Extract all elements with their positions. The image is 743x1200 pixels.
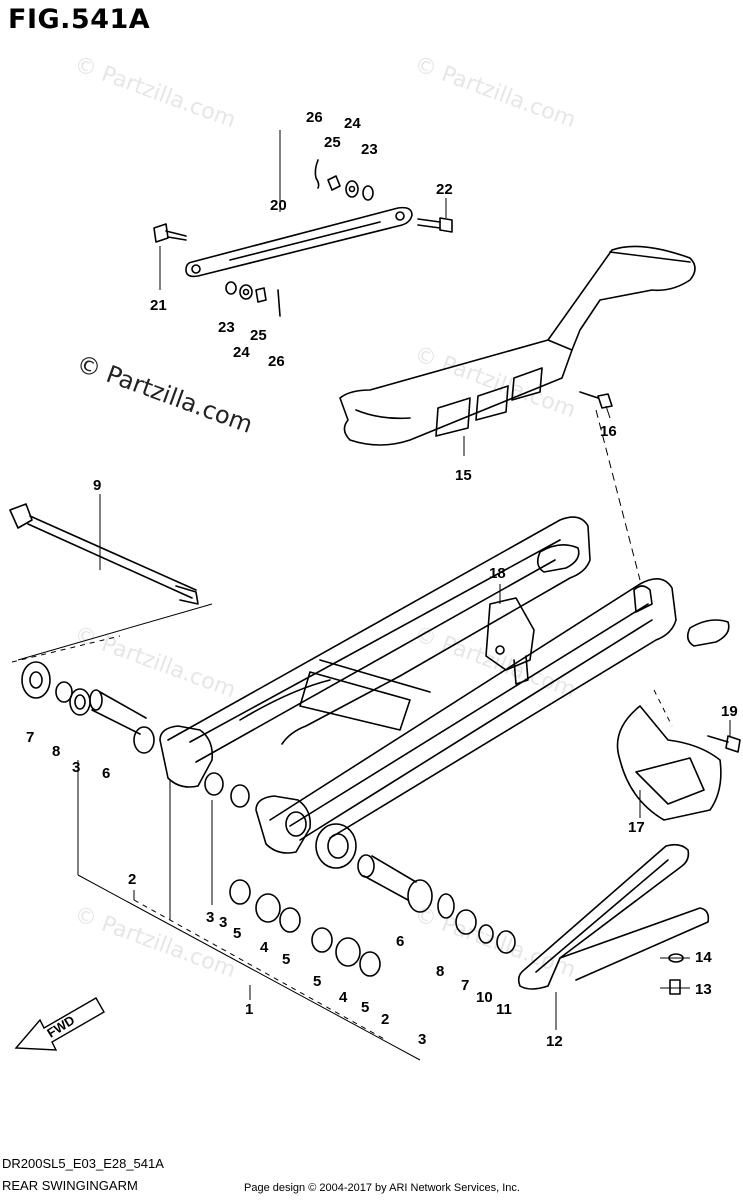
torque-rod-part (185, 206, 413, 278)
callout-2-left[interactable]: 2 (128, 871, 137, 888)
callout-24-upper[interactable]: 24 (344, 115, 361, 132)
bolt-16-part (579, 391, 613, 409)
bolt-19-part (707, 735, 741, 753)
callout-22[interactable]: 22 (436, 181, 453, 198)
callout-16[interactable]: 16 (600, 423, 617, 440)
callout-8-right[interactable]: 8 (436, 963, 445, 980)
callout-20[interactable]: 20 (270, 197, 287, 214)
callout-1[interactable]: 1 (245, 1001, 254, 1018)
callout-5-c[interactable]: 5 (313, 973, 322, 990)
chain-guard-part (339, 245, 696, 446)
callout-3-right[interactable]: 3 (418, 1031, 427, 1048)
callout-13[interactable]: 13 (695, 981, 712, 998)
callout-24-lower[interactable]: 24 (233, 344, 250, 361)
callout-23-upper[interactable]: 23 (361, 141, 378, 158)
callout-7-left[interactable]: 7 (26, 729, 35, 746)
diagram-code: DR200SL5_E03_E28_541A (2, 1156, 164, 1171)
callout-3-mid-b[interactable]: 3 (219, 914, 228, 931)
callout-3-left[interactable]: 3 (72, 759, 81, 776)
chain-slider-part (517, 843, 710, 990)
bolt-21-part (153, 223, 187, 243)
callout-4-a[interactable]: 4 (260, 939, 269, 956)
callout-11[interactable]: 11 (496, 1001, 512, 1018)
callout-2-right[interactable]: 2 (381, 1011, 390, 1028)
bracket-18-part (485, 597, 535, 685)
pivot-shaft-part (9, 503, 199, 605)
callout-12[interactable]: 12 (546, 1033, 563, 1050)
callout-10[interactable]: 10 (476, 989, 493, 1006)
bolt-22-part (417, 217, 453, 233)
callout-19[interactable]: 19 (721, 703, 738, 720)
callout-26-lower[interactable]: 26 (268, 353, 285, 370)
callout-25-upper[interactable]: 25 (324, 134, 341, 151)
guard-17-part (616, 705, 722, 821)
callout-9[interactable]: 9 (93, 477, 102, 494)
figure-title: FIG.541A (8, 4, 151, 35)
callout-3-mid-a[interactable]: 3 (206, 909, 215, 926)
callout-23-lower[interactable]: 23 (218, 319, 235, 336)
callout-26-upper[interactable]: 26 (306, 109, 323, 126)
callout-5-a[interactable]: 5 (233, 925, 242, 942)
callout-14[interactable]: 14 (695, 949, 712, 966)
callout-4-b[interactable]: 4 (339, 989, 348, 1006)
callout-6-left[interactable]: 6 (102, 765, 111, 782)
callout-15[interactable]: 15 (455, 467, 472, 484)
callout-18[interactable]: 18 (489, 565, 506, 582)
callout-25-lower[interactable]: 25 (250, 327, 267, 344)
callout-6-right[interactable]: 6 (396, 933, 405, 950)
swingarm-frame-part (159, 516, 730, 869)
diagram-name: REAR SWINGINGARM (2, 1178, 138, 1193)
fwd-arrow (14, 997, 105, 1051)
callout-21[interactable]: 21 (150, 297, 167, 314)
callout-5-b[interactable]: 5 (282, 951, 291, 968)
callout-5-d[interactable]: 5 (361, 999, 370, 1016)
callout-7-right[interactable]: 7 (461, 977, 470, 994)
callout-17[interactable]: 17 (628, 819, 645, 836)
callout-8-left[interactable]: 8 (52, 743, 61, 760)
right-bearing-set (204, 772, 516, 977)
left-bearing-set (21, 661, 155, 754)
page-credit: Page design © 2004-2017 by ARI Network S… (244, 1182, 520, 1194)
